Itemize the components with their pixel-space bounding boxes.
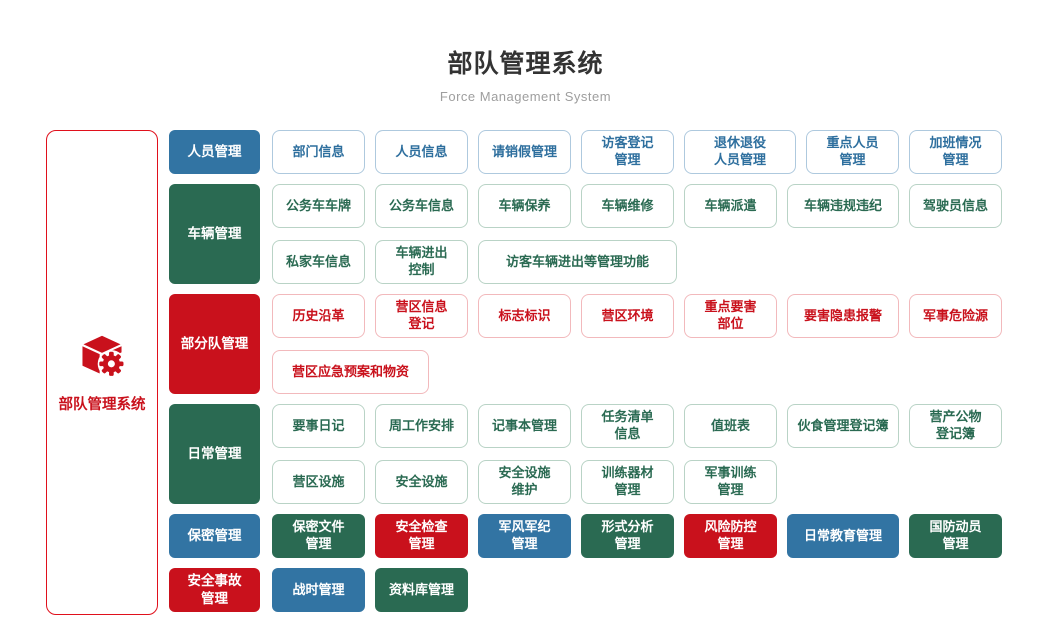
feature-node: 营区应急预案和物资 [272,350,429,394]
feature-lines: 保密文件 管理安全检查 管理军风军纪 管理形式分析 管理风险防控 管理日常教育管… [272,514,1002,558]
feature-line: 要事日记周工作安排记事本管理任务清单 信息值班表伙食管理登记簿营产公物 登记簿 [272,404,1002,448]
root-system-node: 部队管理系统 [46,130,158,615]
root-system-label: 部队管理系统 [58,397,146,413]
feature-node: 车辆进出 控制 [375,240,468,284]
page-title: 部队管理系统 [447,50,604,78]
feature-node: 营区信息 登记 [375,294,468,338]
feature-node: 车辆维修 [581,184,674,228]
page-header: 部队管理系统 Force Management System [0,0,1051,104]
feature-node: 营产公物 登记簿 [909,404,1002,448]
feature-node: 安全设施 维护 [478,460,571,504]
feature-node: 军事训练 管理 [684,460,777,504]
feature-node: 保密文件 管理 [272,514,365,558]
category-row-personnel: 人员管理部门信息人员信息请销假管理访客登记 管理退休退役 人员管理重点人员 管理… [169,130,1051,174]
category-node: 安全事故 管理 [169,568,260,612]
feature-node: 加班情况 管理 [909,130,1002,174]
feature-node: 伙食管理登记簿 [787,404,899,448]
category-node: 人员管理 [169,130,260,174]
feature-node: 战时管理 [272,568,365,612]
feature-node: 记事本管理 [478,404,571,448]
feature-node: 风险防控 管理 [684,514,777,558]
feature-node: 车辆派遣 [684,184,777,228]
feature-lines: 部门信息人员信息请销假管理访客登记 管理退休退役 人员管理重点人员 管理加班情况… [272,130,1002,174]
cube-gear-icon [79,334,126,378]
feature-line: 历史沿革营区信息 登记标志标识营区环境重点要害 部位要害隐患报警军事危险源 [272,294,1002,338]
category-row-secrecy: 保密管理保密文件 管理安全检查 管理军风军纪 管理形式分析 管理风险防控 管理日… [169,514,1051,558]
feature-node: 安全检查 管理 [375,514,468,558]
feature-node: 资料库管理 [375,568,468,612]
feature-node: 日常教育管理 [787,514,899,558]
feature-lines: 要事日记周工作安排记事本管理任务清单 信息值班表伙食管理登记簿营产公物 登记簿营… [272,404,1002,504]
feature-node: 驾驶员信息 [909,184,1002,228]
feature-node: 车辆违规违纪 [787,184,899,228]
feature-node: 访客车辆进出等管理功能 [478,240,677,284]
feature-node: 人员信息 [375,130,468,174]
feature-line: 私家车信息车辆进出 控制访客车辆进出等管理功能 [272,240,1002,284]
feature-node: 车辆保养 [478,184,571,228]
feature-node: 营区环境 [581,294,674,338]
feature-node: 退休退役 人员管理 [684,130,796,174]
category-rows: 人员管理部门信息人员信息请销假管理访客登记 管理退休退役 人员管理重点人员 管理… [169,130,1051,612]
feature-node: 标志标识 [478,294,571,338]
feature-line: 部门信息人员信息请销假管理访客登记 管理退休退役 人员管理重点人员 管理加班情况… [272,130,1002,174]
feature-lines: 公务车车牌公务车信息车辆保养车辆维修车辆派遣车辆违规违纪驾驶员信息私家车信息车辆… [272,184,1002,284]
feature-node: 公务车车牌 [272,184,365,228]
root-system-inner: 部队管理系统 [59,331,146,414]
feature-node: 历史沿革 [272,294,365,338]
feature-line: 营区应急预案和物资 [272,350,1002,394]
feature-node: 要害隐患报警 [787,294,899,338]
feature-node: 周工作安排 [375,404,468,448]
feature-line: 战时管理资料库管理 [272,568,468,612]
category-node: 保密管理 [169,514,260,558]
feature-node: 部门信息 [272,130,365,174]
feature-node: 国防动员 管理 [909,514,1002,558]
category-node: 部分队管理 [169,294,260,394]
feature-node: 请销假管理 [478,130,571,174]
feature-node: 训练器材 管理 [581,460,674,504]
feature-node: 军风军纪 管理 [478,514,571,558]
feature-lines: 战时管理资料库管理 [272,568,468,612]
category-row-daily: 日常管理要事日记周工作安排记事本管理任务清单 信息值班表伙食管理登记簿营产公物 … [169,404,1051,504]
feature-line: 保密文件 管理安全检查 管理军风军纪 管理形式分析 管理风险防控 管理日常教育管… [272,514,1002,558]
category-row-sub-unit: 部分队管理历史沿革营区信息 登记标志标识营区环境重点要害 部位要害隐患报警军事危… [169,294,1051,394]
feature-node: 营区设施 [272,460,365,504]
category-row-vehicle: 车辆管理公务车车牌公务车信息车辆保养车辆维修车辆派遣车辆违规违纪驾驶员信息私家车… [169,184,1051,284]
category-row-safety-incident: 安全事故 管理战时管理资料库管理 [169,568,1051,612]
feature-node: 私家车信息 [272,240,365,284]
feature-node: 公务车信息 [375,184,468,228]
feature-node: 安全设施 [375,460,468,504]
feature-node: 军事危险源 [909,294,1002,338]
feature-node: 要事日记 [272,404,365,448]
feature-line: 营区设施安全设施安全设施 维护训练器材 管理军事训练 管理 [272,460,1002,504]
force-management-diagram: 部队管理系统 Force Management System [0,0,1051,615]
feature-line: 公务车车牌公务车信息车辆保养车辆维修车辆派遣车辆违规违纪驾驶员信息 [272,184,1002,228]
feature-node: 值班表 [684,404,777,448]
diagram-content: 部队管理系统 人员管理部门信息人员信息请销假管理访客登记 管理退休退役 人员管理… [46,130,1051,615]
category-node: 日常管理 [169,404,260,504]
feature-node: 访客登记 管理 [581,130,674,174]
feature-node: 形式分析 管理 [581,514,674,558]
page-subtitle: Force Management System [439,89,612,104]
feature-lines: 历史沿革营区信息 登记标志标识营区环境重点要害 部位要害隐患报警军事危险源营区应… [272,294,1002,394]
feature-node: 重点人员 管理 [806,130,899,174]
category-node: 车辆管理 [169,184,260,284]
feature-node: 重点要害 部位 [684,294,777,338]
feature-node: 任务清单 信息 [581,404,674,448]
